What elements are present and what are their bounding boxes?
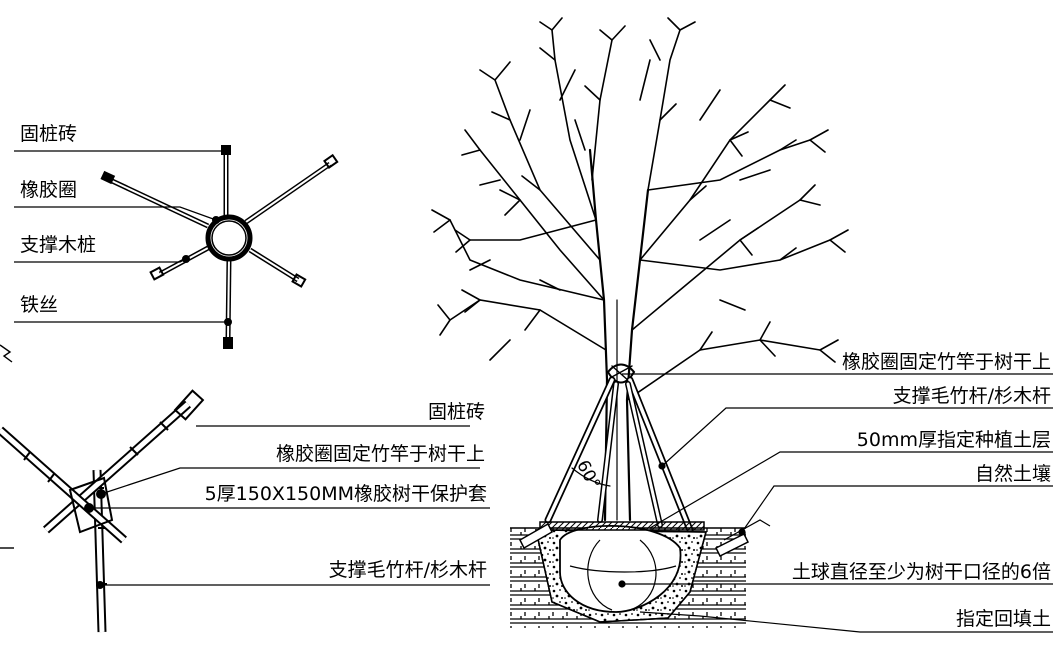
plan-view: [100, 145, 339, 349]
plan-label-wire: 铁丝: [20, 294, 59, 316]
tree-leaders: [618, 373, 1053, 633]
side-label-pole: 支撑毛竹杆/杉木杆: [328, 559, 487, 581]
plan-label-rubber-ring: 橡胶圈: [20, 179, 78, 201]
side-label-sleeve: 5厚150X150MM橡胶树干保护套: [204, 483, 487, 505]
plan-label-support-pile: 支撑木桩: [20, 234, 97, 256]
soil-section: [510, 519, 771, 628]
tree-label-backfill: 指定回填土: [955, 608, 1051, 630]
side-detail: [0, 344, 205, 633]
tree-label-natural-soil: 自然土壤: [974, 463, 1051, 485]
side-leaders: [89, 425, 490, 586]
tree-label-topsoil: 50mm厚指定种植土层: [856, 429, 1051, 451]
tree-drawing: [431, 17, 849, 534]
tree-label-pole: 支撑毛竹杆/杉木杆: [892, 385, 1051, 407]
brick-top: [221, 145, 231, 155]
plan-leaders: [14, 150, 228, 323]
side-label-ring-fix: 橡胶圈固定竹竿于树干上: [275, 443, 485, 465]
tree-label-ring-fix: 橡胶圈固定竹竿于树干上: [841, 351, 1051, 373]
plan-label-brick: 固桩砖: [20, 123, 78, 145]
tree-label-root-ball: 土球直径至少为树干口径的6倍: [791, 561, 1051, 583]
side-label-brick: 固桩砖: [427, 401, 485, 423]
